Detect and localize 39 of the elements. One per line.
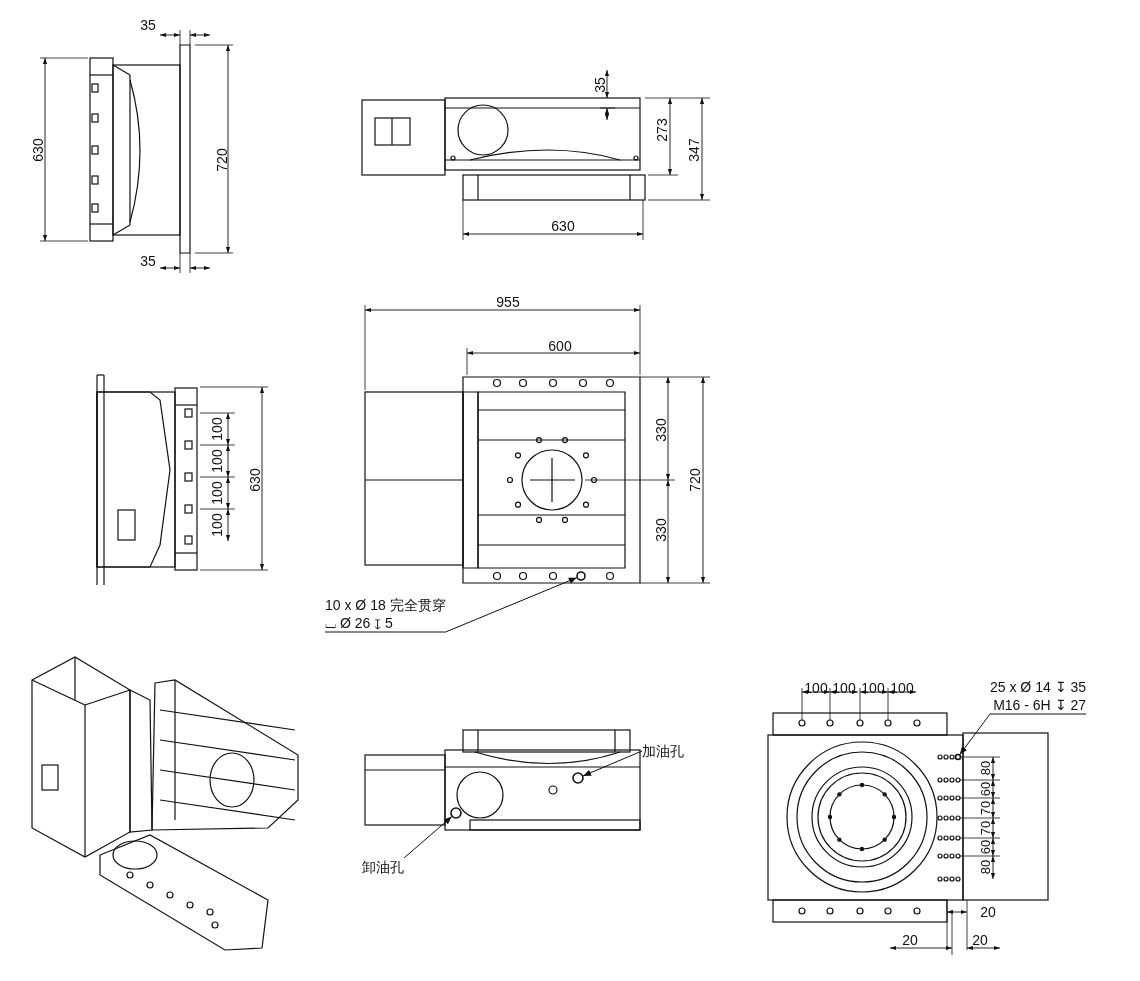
leader-line xyxy=(959,713,1087,756)
leader-line xyxy=(324,577,578,633)
dimension-text: 630 xyxy=(247,468,263,492)
callout-note: 10 x Ø 18 完全贯穿 ⌴ Ø 26 ↧ 5 xyxy=(325,596,446,632)
dimension-text: 330 xyxy=(653,518,669,542)
dimension-text: 720 xyxy=(687,468,703,492)
dimension-text: 70 xyxy=(978,820,994,836)
dimension-text: 80 xyxy=(978,760,994,776)
dimension-text: 347 xyxy=(686,138,702,162)
bolt-hole xyxy=(954,753,962,761)
dimension-text: 35 xyxy=(592,77,608,93)
dimension-text: 630 xyxy=(551,218,575,234)
dimension-text: 70 xyxy=(978,800,994,816)
dimension-text: 80 xyxy=(978,859,994,875)
dimension-text: 100 xyxy=(209,481,225,505)
dimension-text: 20 xyxy=(902,932,918,948)
dimension-text: 35 xyxy=(140,17,156,33)
dimension-text: 600 xyxy=(548,338,572,354)
bolt-hole xyxy=(572,772,584,784)
dimension-text: 20 xyxy=(980,904,996,920)
dimension-text: 20 xyxy=(972,932,988,948)
dimension-text: 60 xyxy=(978,839,994,855)
dimension-text: 100 xyxy=(209,417,225,441)
dimension-text: 955 xyxy=(496,294,520,310)
dimension-text: 100 xyxy=(209,513,225,537)
dimension-text: 60 xyxy=(978,781,994,797)
callout-note: 25 x Ø 14 ↧ 35 M16 - 6H ↧ 27 xyxy=(990,678,1087,714)
leader-line xyxy=(582,750,643,777)
leader-line xyxy=(403,816,453,859)
dimension-text: 720 xyxy=(214,148,230,172)
dimension-text: 330 xyxy=(653,418,669,442)
dimension-text: 630 xyxy=(30,138,46,162)
callout-label: 加油孔 xyxy=(642,742,684,760)
bolt-hole xyxy=(450,807,462,819)
dimension-text: 100 xyxy=(209,449,225,473)
callout-label: 卸油孔 xyxy=(362,858,404,876)
dimension-text: 35 xyxy=(140,253,156,269)
dimension-text: 273 xyxy=(654,118,670,142)
bolt-hole xyxy=(576,571,586,581)
